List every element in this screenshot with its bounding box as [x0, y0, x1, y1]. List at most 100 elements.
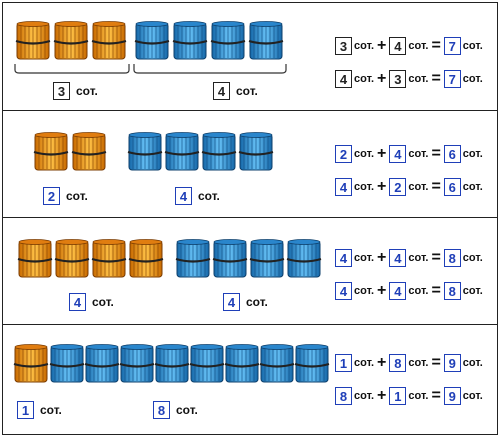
left-count-label: 2 сот.: [43, 187, 88, 205]
addend-b: 2: [389, 178, 407, 196]
plus-sign: +: [377, 178, 387, 195]
sum: 7: [443, 37, 461, 55]
blue-bundle-icon: [84, 343, 120, 385]
equation-2: 4 сот. + 4 сот. = 8 сот.: [335, 282, 483, 300]
equals-sign: =: [431, 387, 441, 404]
equals-sign: =: [431, 145, 441, 162]
unit-text: сот.: [462, 148, 483, 160]
unit-text: сот.: [462, 73, 483, 85]
blue-bundle-icon: [201, 131, 237, 173]
sum: 7: [443, 70, 461, 88]
blue-bundle-icon: [286, 238, 322, 280]
right-count-label: 8 сот.: [153, 401, 198, 419]
blue-bundle-icon: [154, 343, 190, 385]
left-count: 2: [43, 187, 60, 205]
blue-bundle-icon: [127, 131, 163, 173]
blue-bundle-icon: [294, 343, 330, 385]
unit-text: сот.: [408, 252, 429, 264]
unit-text: сот.: [354, 252, 375, 264]
unit-text: сот.: [462, 252, 483, 264]
unit-text: сот.: [354, 285, 375, 297]
blue-bundle-icon: [172, 20, 208, 62]
unit-text: сот.: [408, 40, 429, 52]
unit-text: сот.: [408, 181, 429, 193]
orange-bundle-icon: [13, 343, 49, 385]
equals-sign: =: [431, 178, 441, 195]
orange-bundle-icon: [15, 20, 51, 62]
orange-bundle-icon: [53, 20, 89, 62]
orange-bundle-icon: [128, 238, 164, 280]
addend-a: 8: [335, 387, 352, 405]
plus-sign: +: [377, 354, 387, 371]
addend-a: 4: [335, 178, 352, 196]
sum: 9: [443, 354, 461, 372]
right-brace: [133, 64, 287, 74]
unit-text: сот.: [462, 285, 483, 297]
unit-text: сот.: [462, 357, 483, 369]
sum: 8: [443, 282, 461, 300]
unit-text: сот.: [246, 295, 268, 309]
left-brace: [14, 64, 130, 74]
blue-bundle-icon: [49, 343, 85, 385]
orange-bundle-icon: [91, 20, 127, 62]
unit-text: сот.: [408, 357, 429, 369]
plus-sign: +: [377, 282, 387, 299]
unit-text: сот.: [354, 181, 375, 193]
addend-a: 2: [335, 145, 352, 163]
addend-b: 4: [389, 37, 407, 55]
equation-1: 3 сот. + 4 сот. = 7 сот.: [335, 37, 483, 55]
row-3: 4 сот. 4 сот. 4 сот. + 4 сот. = 8 сот. 4…: [3, 218, 497, 325]
left-count: 4: [69, 293, 86, 311]
unit-text: сот.: [354, 40, 375, 52]
equals-sign: =: [431, 249, 441, 266]
equation-2: 4 сот. + 3 сот. = 7 сот.: [335, 70, 483, 88]
orange-bundle-icon: [54, 238, 90, 280]
unit-text: сот.: [408, 148, 429, 160]
right-count-label: 4 сот.: [213, 82, 258, 100]
blue-bundle-icon: [189, 343, 225, 385]
plus-sign: +: [377, 70, 387, 87]
right-count: 4: [223, 293, 240, 311]
addend-b: 1: [389, 387, 407, 405]
addend-a: 3: [335, 37, 352, 55]
plus-sign: +: [377, 145, 387, 162]
equation-1: 1 сот. + 8 сот. = 9 сот.: [335, 354, 483, 372]
right-count: 4: [213, 82, 230, 100]
addend-a: 4: [335, 282, 352, 300]
unit-text: сот.: [354, 357, 375, 369]
addend-b: 4: [389, 282, 407, 300]
blue-bundle-icon: [212, 238, 248, 280]
blue-bundle-icon: [175, 238, 211, 280]
addend-a: 1: [335, 354, 352, 372]
sum: 8: [443, 249, 461, 267]
left-count-label: 3 сот.: [53, 82, 98, 100]
sum: 9: [443, 387, 461, 405]
blue-bundle-icon: [259, 343, 295, 385]
unit-text: сот.: [92, 295, 114, 309]
unit-text: сот.: [40, 403, 62, 417]
left-count: 1: [17, 401, 34, 419]
right-count-label: 4 сот.: [223, 293, 268, 311]
equation-2: 8 сот. + 1 сот. = 9 сот.: [335, 387, 483, 405]
unit-text: сот.: [176, 403, 198, 417]
unit-text: сот.: [198, 189, 220, 203]
equals-sign: =: [431, 37, 441, 54]
unit-text: сот.: [408, 285, 429, 297]
blue-bundle-icon: [134, 20, 170, 62]
addend-b: 3: [389, 70, 407, 88]
row-4: 1 сот. 8 сот. 1 сот. + 8 сот. = 9 сот. 8…: [3, 325, 497, 436]
right-count: 8: [153, 401, 170, 419]
equals-sign: =: [431, 354, 441, 371]
orange-bundle-icon: [17, 238, 53, 280]
plus-sign: +: [377, 387, 387, 404]
left-count-label: 1 сот.: [17, 401, 62, 419]
addend-b: 8: [389, 354, 407, 372]
exercise-sheet: 3 сот. 4 сот. 3 сот. + 4 сот. = 7 сот. 4…: [2, 2, 498, 435]
row-2: 2 сот. 4 сот. 2 сот. + 4 сот. = 6 сот. 4…: [3, 111, 497, 218]
unit-text: сот.: [66, 189, 88, 203]
left-count-label: 4 сот.: [69, 293, 114, 311]
addend-b: 4: [389, 249, 407, 267]
equals-sign: =: [431, 70, 441, 87]
equals-sign: =: [431, 282, 441, 299]
unit-text: сот.: [354, 148, 375, 160]
